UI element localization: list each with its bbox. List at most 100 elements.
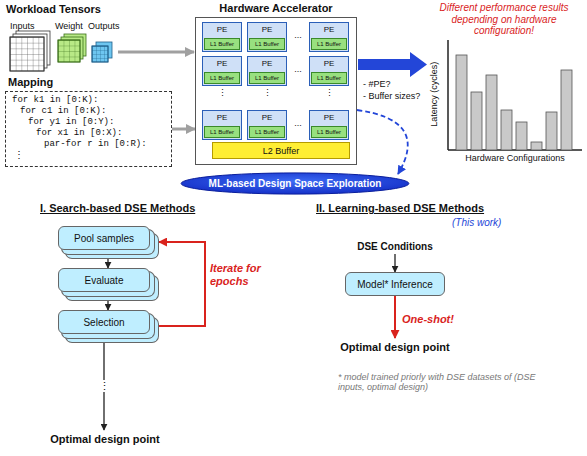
- callout-note: One-shot!: [402, 313, 482, 326]
- l1-buffer: L1 Buffer: [249, 72, 285, 84]
- connector-arrow: [107, 258, 108, 268]
- node-text: PE: [262, 57, 273, 68]
- node-text: ML-based Design Space Exploration: [209, 178, 382, 189]
- connector-arrow: [159, 242, 205, 326]
- node-text: PE: [324, 23, 335, 34]
- node-text: PE: [217, 111, 228, 122]
- box-heading: Mapping: [8, 76, 53, 88]
- process-box: Selection: [58, 310, 150, 334]
- section-title: Workload Tensors: [6, 3, 136, 16]
- mapping-box: Mappingfor k1 in [0:K):for c1 in [0:K):f…: [5, 91, 172, 167]
- l1-buffer: L1 Buffer: [204, 72, 240, 84]
- l1-buffer: L1 Buffer: [311, 38, 347, 50]
- result-text: Optimal design point: [30, 430, 180, 448]
- node-text: Evaluate: [85, 275, 124, 286]
- node-text: L1 Buffer: [255, 129, 279, 136]
- connector-arrow: [107, 300, 108, 310]
- connector-arrow: [172, 128, 195, 131]
- result-text: Optimal design point: [325, 338, 465, 356]
- callout-note: (This work): [452, 217, 542, 229]
- pe-box: PE L1 Buffer: [247, 110, 287, 140]
- question-text: - Buffer sizes?: [363, 91, 438, 101]
- process-box: Evaluate: [58, 268, 150, 292]
- tensor-label: Inputs: [10, 21, 50, 31]
- node-text: L1 Buffer: [255, 41, 279, 48]
- l2-buffer: L2 Buffer: [212, 142, 350, 159]
- edge-label: ⋮: [97, 380, 112, 392]
- latency-chart: [448, 40, 582, 150]
- l1-buffer: L1 Buffer: [311, 126, 347, 138]
- ellipsis-mark: ...: [288, 64, 308, 74]
- callout-note: Different performance results depending …: [424, 2, 584, 37]
- input-tensor: [10, 31, 50, 71]
- node-text: PE: [217, 57, 228, 68]
- connector-arrow: [394, 296, 396, 338]
- tensor-arrow: [118, 51, 194, 54]
- pe-box: PE L1 Buffer: [309, 110, 349, 140]
- node-text: Model* Inference: [357, 279, 433, 290]
- code-line: for k1 in [0:K):: [12, 95, 98, 106]
- pe-box: PE L1 Buffer: [309, 56, 349, 86]
- section-title: I. Search-based DSE Methods: [40, 202, 260, 215]
- output-tensor: [92, 42, 112, 62]
- node-text: PE: [262, 111, 273, 122]
- node-text: Pool samples: [74, 233, 134, 244]
- node-text: L1 Buffer: [317, 41, 341, 48]
- pe-box: PE L1 Buffer: [202, 56, 242, 86]
- box-heading: Hardware Accelerator: [196, 2, 356, 14]
- l1-buffer: L1 Buffer: [311, 72, 347, 84]
- connector-arrow: [394, 254, 395, 272]
- pe-box: PE L1 Buffer: [202, 22, 242, 52]
- axis-label: Hardware Configurations: [446, 153, 584, 163]
- pe-box: PE L1 Buffer: [202, 110, 242, 140]
- code-line: for c1 in [0:K):: [12, 106, 106, 117]
- node-text: Selection: [83, 317, 124, 328]
- config-arrow: [358, 52, 427, 77]
- ellipsis-mark: ⋮: [321, 88, 337, 98]
- ellipsis-mark: ⋮: [14, 150, 34, 162]
- pe-box: PE L1 Buffer: [247, 56, 287, 86]
- node-text: Optimal design point: [50, 433, 159, 445]
- node-text: L1 Buffer: [317, 129, 341, 136]
- node-text: PE: [324, 57, 335, 68]
- code-line: for y1 in [0:Y):: [12, 117, 114, 128]
- node-text: L1 Buffer: [210, 41, 234, 48]
- axis-label: Latency (cycles): [429, 39, 439, 149]
- question-text: - #PE?: [363, 79, 433, 89]
- l1-buffer: L1 Buffer: [204, 126, 240, 138]
- node-text: L1 Buffer: [210, 75, 234, 82]
- section-title: II. Learning-based DSE Methods: [316, 202, 546, 215]
- l1-buffer: L1 Buffer: [249, 126, 285, 138]
- ellipsis-mark: ...: [288, 118, 308, 128]
- l1-buffer: L1 Buffer: [249, 38, 285, 50]
- node-text: PE: [217, 23, 228, 34]
- weight-tensor: [58, 34, 86, 62]
- node-text: L1 Buffer: [317, 75, 341, 82]
- connector-arrow: [357, 110, 408, 174]
- dse-ellipse: ML-based Design Space Exploration: [180, 172, 410, 195]
- tensor-label: Outputs: [88, 21, 128, 31]
- pe-box: PE L1 Buffer: [247, 22, 287, 52]
- ellipsis-mark: ⋮: [214, 88, 230, 98]
- condition-text: DSE Conditions: [335, 238, 455, 254]
- code-line: par-for r in [0:R):: [12, 139, 147, 150]
- callout-note: Iterate for epochs: [210, 262, 274, 287]
- ellipsis-mark: ⋮: [259, 88, 275, 98]
- code-line: for x1 in [0:X):: [12, 128, 122, 139]
- node-text: PE: [262, 23, 273, 34]
- process-box: Model* Inference: [345, 272, 445, 296]
- footnote: * model trained priorly with DSE dataset…: [338, 372, 563, 393]
- node-text: L1 Buffer: [210, 129, 234, 136]
- pe-box: PE L1 Buffer: [309, 22, 349, 52]
- node-text: Optimal design point: [340, 341, 449, 353]
- ellipsis-mark: ...: [288, 30, 308, 40]
- node-text: PE: [324, 111, 335, 122]
- node-text: DSE Conditions: [357, 241, 433, 252]
- tensor-label: Weight: [55, 21, 91, 31]
- process-box: Pool samples: [58, 226, 150, 250]
- node-text: L2 Buffer: [263, 146, 299, 156]
- node-text: L1 Buffer: [255, 75, 279, 82]
- l1-buffer: L1 Buffer: [204, 38, 240, 50]
